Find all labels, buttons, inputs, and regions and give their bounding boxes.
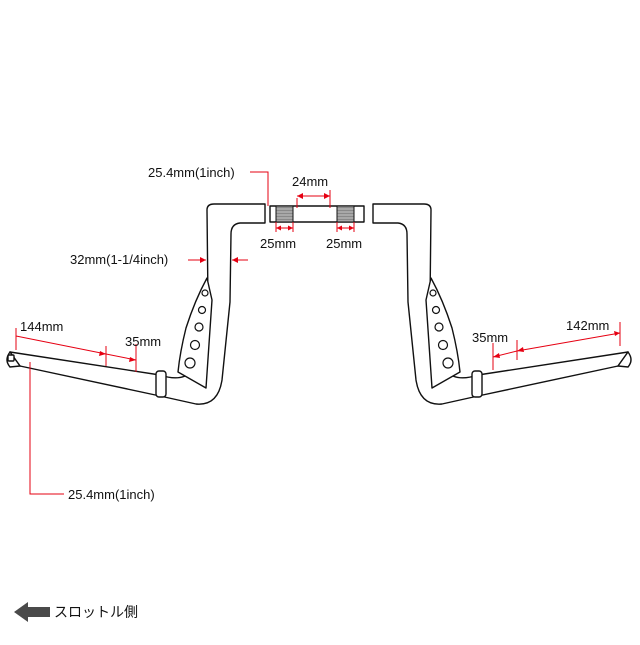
hole xyxy=(437,339,449,351)
hole xyxy=(201,289,209,297)
bend-right-label: 35mm xyxy=(472,330,508,345)
left-knurl xyxy=(275,205,294,223)
left-tube xyxy=(9,203,266,405)
hole xyxy=(197,305,207,315)
right-tube xyxy=(372,203,629,405)
arrowhead xyxy=(276,225,281,231)
tube-diameter-leader xyxy=(29,362,64,495)
arrowhead xyxy=(297,193,303,199)
arrowhead xyxy=(349,225,354,231)
hole xyxy=(194,322,204,332)
riser-diameter-label: 32mm(1-1/4inch) xyxy=(70,252,168,267)
right-collar xyxy=(471,370,483,398)
grip-ends xyxy=(6,350,632,368)
grip-right-length-label: 142mm xyxy=(566,318,609,333)
arrowhead xyxy=(200,257,206,263)
right-knurl xyxy=(336,205,355,223)
dimension-arrows xyxy=(99,193,620,362)
grip-left-length-label: 144mm xyxy=(20,319,63,334)
arrowhead xyxy=(232,257,238,263)
hole xyxy=(189,339,201,351)
left-arrow-icon xyxy=(14,602,50,622)
handlebar-outline xyxy=(9,203,629,405)
center-gap-label: 24mm xyxy=(292,174,328,189)
arrowhead xyxy=(517,347,524,352)
right-grip-end xyxy=(616,350,632,368)
gusset-holes xyxy=(184,289,454,369)
hole xyxy=(429,289,437,297)
arrowhead xyxy=(614,331,620,336)
arrowhead xyxy=(337,225,342,231)
arrowhead xyxy=(324,193,330,199)
hole xyxy=(434,322,444,332)
arrowhead xyxy=(129,357,136,362)
grip-left-line xyxy=(15,335,107,355)
center-clamp-leader xyxy=(250,171,269,206)
knurl-left-label: 25mm xyxy=(260,236,296,251)
arrowhead xyxy=(99,351,106,356)
throttle-side-label: スロットル側 xyxy=(54,604,138,620)
hole xyxy=(184,357,196,369)
bend-left-label: 35mm xyxy=(125,334,161,349)
arrowhead xyxy=(288,225,293,231)
tube-diameter-label: 25.4mm(1inch) xyxy=(68,487,155,502)
hole xyxy=(442,357,454,369)
grip-right-line xyxy=(516,332,621,352)
center-clamp-label: 25.4mm(1inch) xyxy=(148,165,235,180)
left-grip-slot xyxy=(7,354,15,362)
left-collar xyxy=(155,370,167,398)
hole xyxy=(431,305,441,315)
knurl-right-label: 25mm xyxy=(326,236,362,251)
arrowhead xyxy=(493,353,500,358)
